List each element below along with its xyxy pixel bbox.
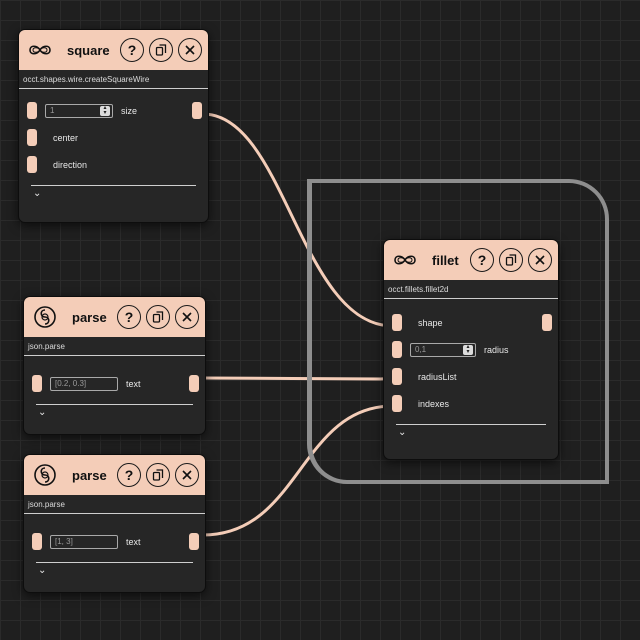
input-label-direction: direction — [53, 159, 88, 170]
close-icon[interactable] — [175, 305, 199, 329]
node-title: square — [67, 42, 110, 58]
divider — [396, 424, 546, 425]
input-row-radiuslist: radiusList — [384, 363, 558, 390]
stepper-icon[interactable]: ▴▾ — [100, 105, 110, 116]
close-icon[interactable] — [178, 38, 202, 62]
wire-square-to-fillet-shape — [201, 112, 395, 328]
input-row-shape: shape — [384, 309, 558, 336]
node-function-name: json.parse — [24, 495, 205, 514]
copy-icon[interactable] — [146, 463, 170, 487]
help-button[interactable]: ? — [120, 38, 144, 62]
node-function-name: json.parse — [24, 337, 205, 356]
input-label-center: center — [53, 132, 79, 143]
input-row-center: center — [19, 124, 208, 151]
chevron-down-icon[interactable]: ⌄ — [398, 427, 407, 438]
size-input[interactable]: 1▴▾ — [45, 103, 113, 118]
input-port-shape[interactable] — [392, 314, 402, 331]
wire-parse2-to-fillet-indexes — [201, 404, 395, 537]
text-input[interactable]: [0.2, 0.3] — [50, 376, 118, 391]
divider — [36, 404, 193, 405]
input-port-text[interactable] — [32, 375, 42, 392]
chevron-down-icon[interactable]: ⌄ — [38, 407, 47, 418]
input-row-size: 1▴▾ size — [19, 97, 208, 124]
input-port-center[interactable] — [27, 129, 37, 146]
infinity-logo-icon — [392, 247, 418, 273]
input-row-text: [0.2, 0.3] text — [24, 370, 205, 397]
input-label-size: size — [121, 105, 138, 116]
node-title: fillet — [432, 252, 459, 268]
output-port[interactable] — [542, 314, 552, 331]
input-row-indexes: indexes — [384, 390, 558, 417]
chevron-down-icon[interactable]: ⌄ — [33, 188, 42, 199]
chevron-down-icon[interactable]: ⌄ — [38, 565, 47, 576]
group-frame — [307, 179, 609, 484]
output-port[interactable] — [192, 102, 202, 119]
copy-icon[interactable] — [146, 305, 170, 329]
node-title: parse — [72, 467, 107, 483]
output-port[interactable] — [189, 533, 199, 550]
node-header[interactable]: square ? — [19, 30, 208, 70]
stepper-icon[interactable]: ▴▾ — [463, 344, 473, 355]
text-input[interactable]: [1, 3] — [50, 534, 118, 549]
node-title: parse — [72, 309, 107, 325]
input-port-radius[interactable] — [392, 341, 402, 358]
radius-input[interactable]: 0,1▴▾ — [410, 342, 476, 357]
node-header[interactable]: parse ? — [24, 297, 205, 337]
input-port-radiuslist[interactable] — [392, 368, 402, 385]
output-port[interactable] — [189, 375, 199, 392]
input-port-text[interactable] — [32, 533, 42, 550]
close-icon[interactable] — [175, 463, 199, 487]
copy-icon[interactable] — [149, 38, 173, 62]
node-function-name: occt.shapes.wire.createSquareWire — [19, 70, 208, 89]
node-fillet[interactable]: fillet ? occt.fillets.fillet2d shape 0,1… — [383, 239, 559, 460]
input-port-size[interactable] — [27, 102, 37, 119]
divider — [31, 185, 196, 186]
node-function-name: occt.fillets.fillet2d — [384, 280, 558, 299]
wire-parse1-to-fillet-radiuslist — [201, 376, 395, 381]
input-row-text: [1, 3] text — [24, 528, 205, 555]
input-row-radius: 0,1▴▾ radius — [384, 336, 558, 363]
input-label-text: text — [126, 378, 141, 389]
input-label-indexes: indexes — [418, 398, 450, 409]
divider — [36, 562, 193, 563]
json-logo-icon — [32, 462, 58, 488]
help-button[interactable]: ? — [470, 248, 494, 272]
input-label-radius: radius — [484, 344, 509, 355]
node-parse[interactable]: parse ? json.parse [1, 3] text ⌄ — [23, 454, 206, 593]
help-button[interactable]: ? — [117, 305, 141, 329]
input-label-text: text — [126, 536, 141, 547]
help-button[interactable]: ? — [117, 463, 141, 487]
node-header[interactable]: parse ? — [24, 455, 205, 495]
input-label-shape: shape — [418, 317, 443, 328]
close-icon[interactable] — [528, 248, 552, 272]
input-label-radiuslist: radiusList — [418, 371, 457, 382]
copy-icon[interactable] — [499, 248, 523, 272]
input-port-direction[interactable] — [27, 156, 37, 173]
node-parse[interactable]: parse ? json.parse [0.2, 0.3] text ⌄ — [23, 296, 206, 435]
json-logo-icon — [32, 304, 58, 330]
node-header[interactable]: fillet ? — [384, 240, 558, 280]
node-square[interactable]: square ? occt.shapes.wire.createSquareWi… — [18, 29, 209, 223]
input-port-indexes[interactable] — [392, 395, 402, 412]
input-row-direction: direction — [19, 151, 208, 178]
infinity-logo-icon — [27, 37, 53, 63]
